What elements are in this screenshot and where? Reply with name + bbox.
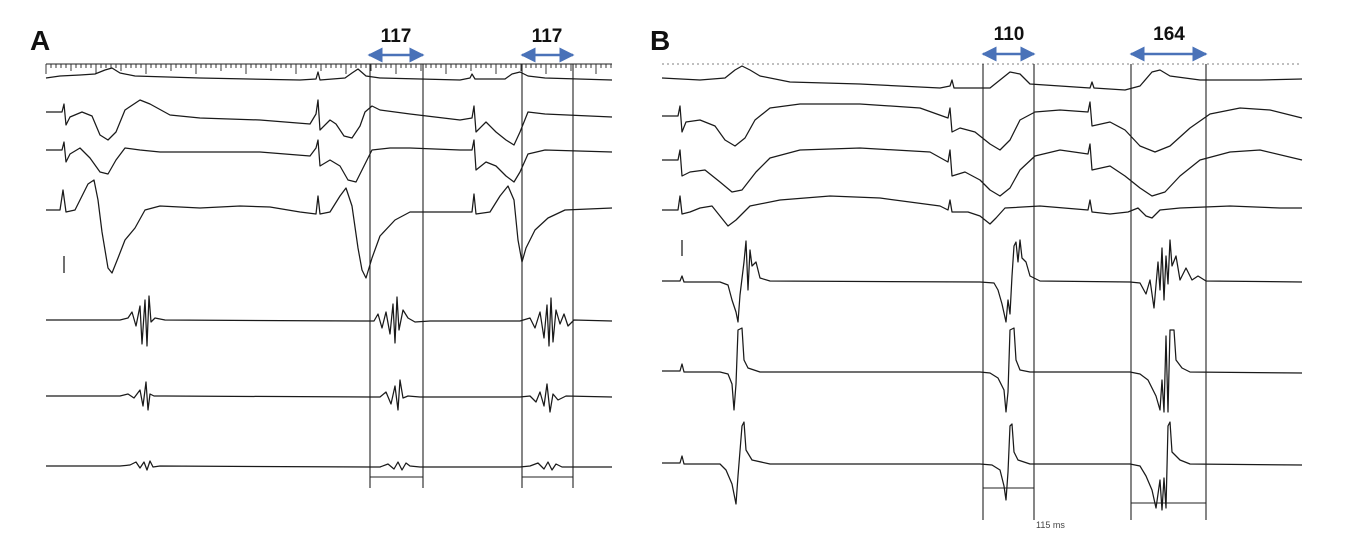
intracardiac-egm-1 [662, 239, 1303, 323]
panel-a: A 117 117 [30, 25, 613, 488]
surface-ecg-lead-1 [45, 67, 613, 81]
surface-ecg-lead-4 [662, 195, 1302, 227]
intracardiac-egm-3 [662, 421, 1303, 511]
scale-note: 115 ms [1036, 520, 1065, 530]
surface-ecg-lead-2 [46, 99, 613, 146]
intracardiac-egm-3 [46, 460, 612, 471]
intracardiac-egm-1 [46, 295, 613, 347]
measurement-value: 117 [381, 26, 412, 47]
measurement-value: 164 [1153, 24, 1185, 45]
surface-ecg-lead-3 [46, 139, 613, 183]
intracardiac-egm-2 [662, 327, 1303, 413]
surface-ecg-lead-3 [662, 143, 1303, 197]
panel-b-measurement-1: 110 [981, 24, 1036, 62]
surface-ecg-lead-2 [662, 101, 1303, 153]
panel-a-label: A [30, 25, 50, 56]
panel-b: B 110 164 115 ms [650, 24, 1303, 530]
measurement-value: 117 [532, 26, 563, 47]
panel-a-time-ruler [45, 63, 612, 74]
measurement-value: 110 [994, 24, 1025, 45]
surface-ecg-lead-4 [46, 179, 613, 279]
intracardiac-egm-2 [46, 379, 613, 413]
panel-a-measurement-2: 117 [520, 26, 575, 63]
panel-a-measurement-1: 117 [367, 26, 425, 63]
panel-b-label: B [650, 25, 670, 56]
panel-b-measurement-2: 164 [1129, 24, 1208, 62]
surface-ecg-lead-1 [661, 65, 1303, 91]
